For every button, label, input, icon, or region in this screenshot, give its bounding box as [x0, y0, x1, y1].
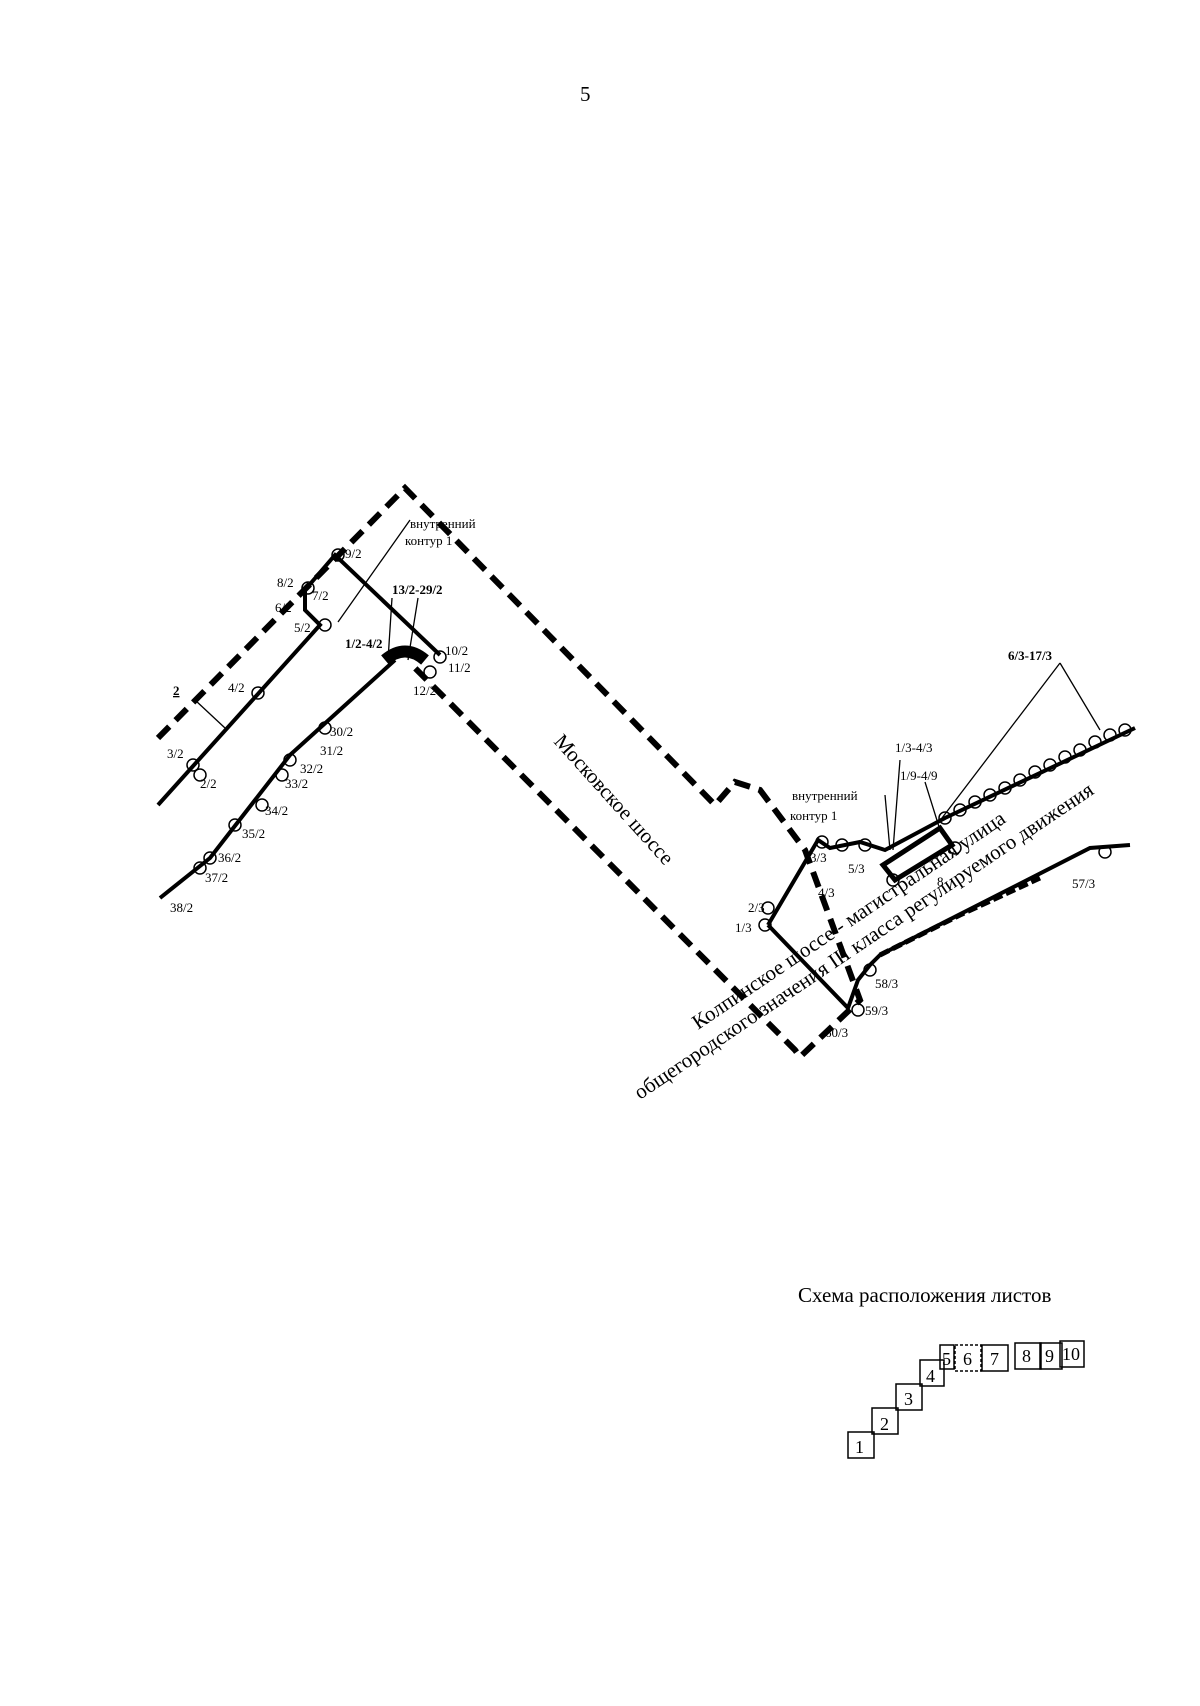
- point-label: 5/2: [294, 620, 311, 635]
- group-label: 6/3-17/3: [1008, 648, 1053, 663]
- right-line-c: [878, 875, 1042, 958]
- point-label: 31/2: [320, 743, 343, 758]
- sheet-number: 10: [1062, 1344, 1080, 1364]
- sheet-box: [847, 1431, 875, 1459]
- inner-contour-label: контур 1: [405, 533, 452, 548]
- dashed-boundary: [155, 483, 864, 1062]
- line-number-label: 2: [173, 683, 180, 698]
- point-label: 3/2: [167, 746, 184, 761]
- group-label: 1/9-4/9: [900, 768, 938, 783]
- point-label: 59/3: [865, 1003, 888, 1018]
- leader-line: [1059, 662, 1101, 731]
- sheet-number: 2: [880, 1414, 889, 1434]
- point-label: 2/2: [200, 776, 217, 791]
- sheet-number: 5: [942, 1349, 951, 1369]
- sheet-number: 8: [1022, 1346, 1031, 1366]
- sheet-number: 6: [963, 1349, 972, 1369]
- sheet-number: 7: [990, 1349, 999, 1369]
- point-label: 30/2: [330, 724, 353, 739]
- group-label: 1/2-4/2: [345, 636, 383, 651]
- sheet-box: [871, 1407, 899, 1435]
- leader-line: [941, 662, 1061, 819]
- point-label: 5/3: [848, 861, 865, 876]
- group-label: 13/2-29/2: [392, 582, 443, 597]
- sheet-number: 4: [926, 1366, 935, 1386]
- point-label: 4/2: [228, 680, 245, 695]
- sheet-number: 3: [904, 1389, 913, 1409]
- point-label: 9/2: [345, 546, 362, 561]
- sheet-number: 1: [855, 1437, 864, 1457]
- inner-contour-label: внутренний: [410, 516, 476, 531]
- point-label: 37/2: [205, 870, 228, 885]
- point-label: 7/2: [312, 588, 329, 603]
- line-2-solid: [156, 552, 442, 807]
- point-label: 10/2: [445, 643, 468, 658]
- inner-contour-label: внутренний: [792, 788, 858, 803]
- line-38-solid: [158, 658, 397, 900]
- point-label: 38/2: [170, 900, 193, 915]
- sheet-box: [954, 1344, 982, 1372]
- point-label: 58/3: [875, 976, 898, 991]
- leader-line: [892, 759, 901, 851]
- sheet-box: [1059, 1340, 1085, 1368]
- point-label: 8/2: [277, 575, 294, 590]
- point-label: 11/2: [448, 660, 471, 675]
- point-label: 2/3: [748, 900, 765, 915]
- sheet-box: [981, 1344, 1009, 1372]
- leader-line: [884, 794, 891, 851]
- inner-contour-label: контур 1: [790, 808, 837, 823]
- point-label: 8: [937, 874, 944, 889]
- sheet-number: 9: [1045, 1346, 1054, 1366]
- point-label: 6/2: [275, 600, 292, 615]
- thick-arc: [381, 645, 429, 665]
- point-label: 3/3: [810, 850, 827, 865]
- sheet-box: [939, 1344, 955, 1370]
- sheet-box: [919, 1359, 945, 1387]
- road-category-kolpinskoe: общегородского значения III класса регул…: [629, 777, 1098, 1104]
- point-label: 1/3: [735, 920, 752, 935]
- sheet-layout-legend: [847, 1340, 1085, 1459]
- point-label: 35/2: [242, 826, 265, 841]
- sheet-box: [1039, 1342, 1063, 1370]
- sheet-box: [895, 1383, 923, 1411]
- point-label: 33/2: [285, 776, 308, 791]
- leader-line: [387, 597, 393, 661]
- leader-line: [407, 597, 419, 661]
- point-label: 12/2: [413, 683, 436, 698]
- leader-line: [337, 519, 411, 623]
- sheet-box: [1014, 1342, 1042, 1370]
- leader-line: [194, 699, 226, 729]
- sheet-layout-title: Схема расположения листов: [798, 1283, 1052, 1307]
- point-label: 32/2: [300, 761, 323, 776]
- point-label: 60/3: [825, 1025, 848, 1040]
- point-label: 34/2: [265, 803, 288, 818]
- road-name-moskovskoe: Московское шоссе: [549, 729, 679, 869]
- point-markers: [186, 548, 1132, 1017]
- page-number: 5: [580, 82, 591, 106]
- point-label: 4/3: [818, 885, 835, 900]
- leader-line: [924, 781, 941, 831]
- point-label: 36/2: [218, 850, 241, 865]
- point-label: 57/3: [1072, 876, 1095, 891]
- group-label: 1/3-4/3: [895, 740, 933, 755]
- right-line-b: [766, 843, 1131, 1012]
